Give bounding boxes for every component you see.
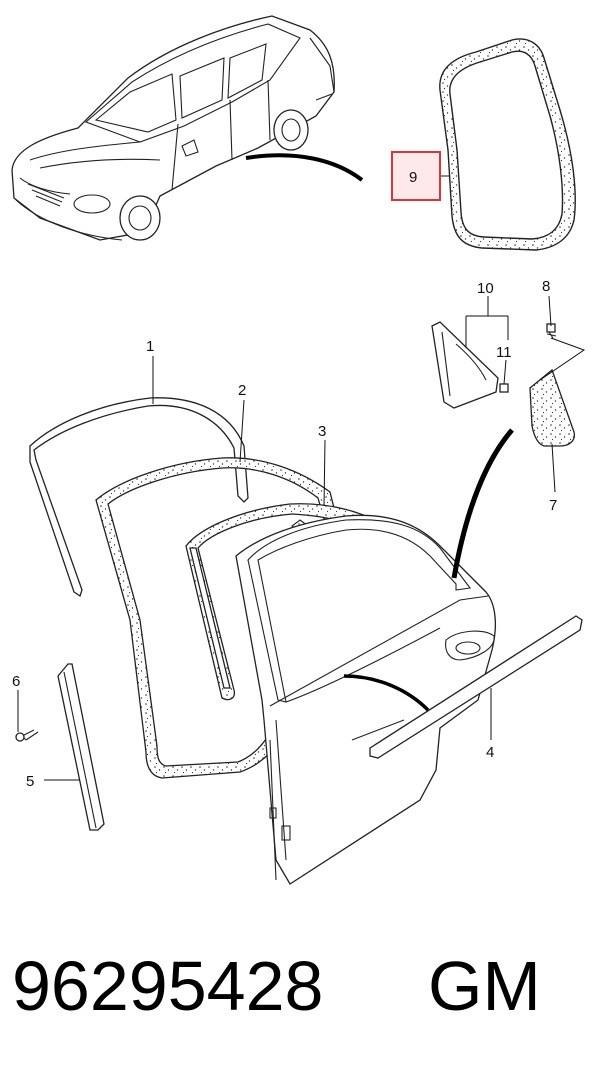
- part-7-triangle-cover: [529, 368, 576, 447]
- car-illustration: [11, 15, 364, 241]
- part-8-bolt: [546, 323, 557, 339]
- leader-lines: [17, 175, 586, 781]
- callout-3: 3: [318, 423, 326, 440]
- part-9-weatherstrip: [439, 38, 576, 251]
- callout-2: 2: [238, 382, 246, 399]
- callout-1: 1: [146, 338, 154, 355]
- callout-7: 7: [549, 497, 557, 514]
- part-5-pillar-applique: [57, 663, 105, 831]
- callout-11: 11: [496, 344, 512, 361]
- part-10-inner-cover: [431, 321, 499, 409]
- callout-6: 6: [12, 673, 20, 690]
- highlight-box: [391, 151, 441, 201]
- callout-5: 5: [26, 773, 34, 790]
- callout-8: 8: [542, 278, 550, 295]
- part-11-clip: [499, 383, 509, 393]
- callout-4: 4: [486, 744, 494, 761]
- callout-10: 10: [477, 280, 494, 297]
- brand-label: GM: [428, 947, 541, 1025]
- part-6-screw: [15, 729, 39, 742]
- part-4-rear-door: [235, 428, 583, 885]
- part-1-frame-moulding: [29, 397, 249, 598]
- part-number: 96295428: [12, 947, 323, 1025]
- callout-9: 9: [409, 169, 417, 186]
